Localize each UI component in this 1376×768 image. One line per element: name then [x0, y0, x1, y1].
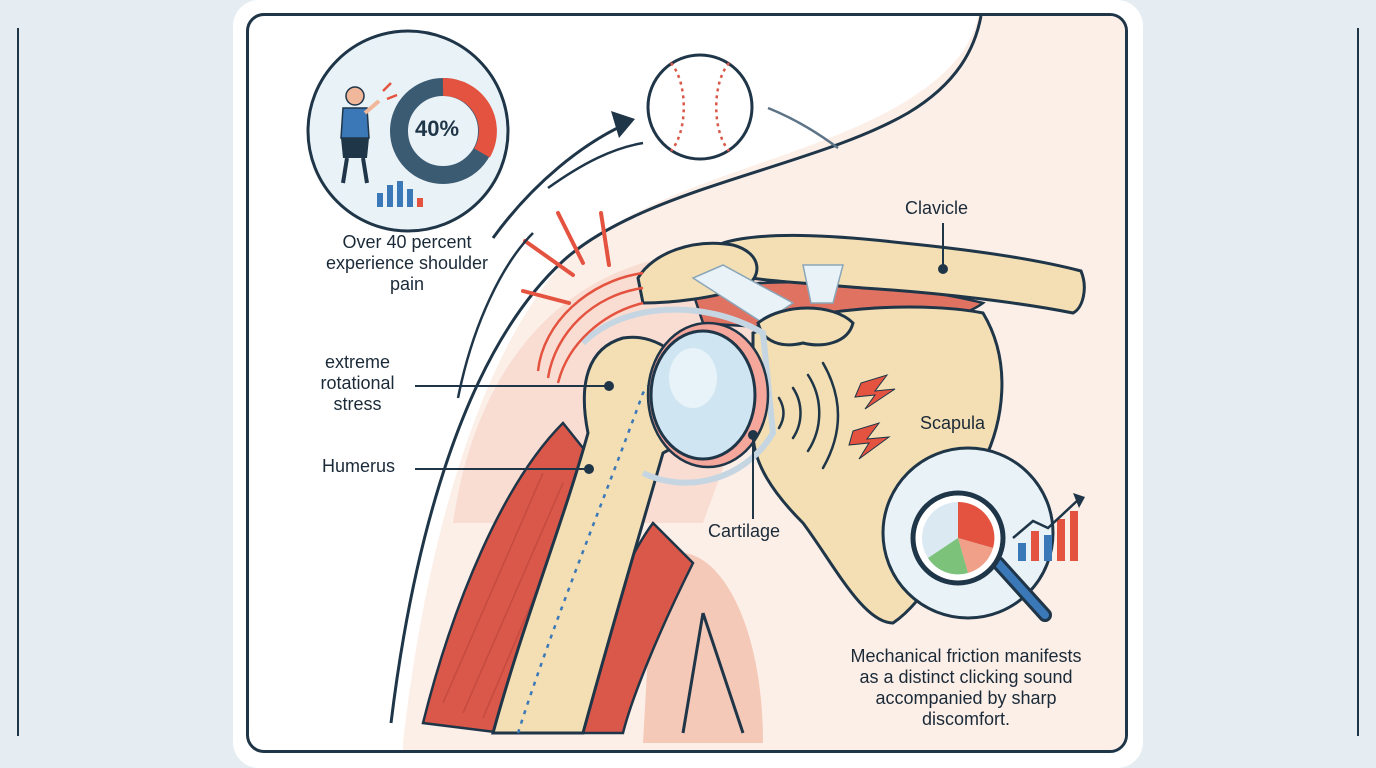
magnifier-icon: [910, 490, 1052, 622]
diagram-frame: [246, 13, 1128, 753]
donut-chart-icon: [442, 77, 497, 158]
pain-arcs: [536, 271, 644, 384]
right-border-line: [1357, 28, 1359, 736]
stress-label: extreme rotational stress: [300, 352, 415, 415]
clavicle-label: Clavicle: [905, 198, 969, 218]
humerus-bone: [491, 335, 698, 735]
ligament: [691, 264, 795, 324]
growth-chart-icon: [1012, 493, 1085, 561]
stat-badge: [306, 29, 510, 233]
friction-note-line: Mechanical friction manifests: [850, 646, 1082, 666]
stat-caption: Over 40 percent experience shoulder pain: [302, 232, 512, 295]
stress-label-line: stress: [333, 394, 382, 414]
scapula-label: Scapula: [920, 413, 986, 433]
friction-note: Mechanical friction manifests as a disti…: [820, 646, 1112, 730]
stress-label-line: rotational: [320, 373, 395, 393]
sound-wave-icon: [777, 361, 840, 470]
bar-chart-icon: [377, 181, 423, 207]
stat-caption-line: pain: [389, 274, 425, 294]
clavicle-bone: [714, 233, 1086, 315]
friction-note-line: discomfort.: [921, 709, 1011, 729]
coracoid-bone: [756, 306, 855, 347]
joint-capsule: [580, 306, 777, 486]
body-outline: [389, 16, 983, 724]
person-pain-icon: [340, 82, 398, 184]
friction-note-line: accompanied by sharp: [875, 688, 1057, 708]
pain-spikes: [521, 211, 611, 305]
humerus-label: Humerus: [322, 456, 396, 476]
stat-percent-label: 40%: [415, 116, 460, 141]
analysis-badge: [881, 446, 1085, 622]
ball-trail: [767, 106, 839, 150]
stress-label-line: extreme: [324, 352, 391, 372]
cartilage-label: Cartilage: [708, 521, 781, 541]
shoulder-anatomy-illustration: [306, 16, 1125, 750]
throw-arc: [456, 232, 534, 399]
stat-caption-line: experience shoulder: [325, 253, 489, 273]
left-border-line: [17, 28, 19, 736]
ligament-2: [802, 264, 844, 304]
throw-arrow-icon: [491, 121, 629, 239]
baseball-icon: [646, 53, 754, 161]
friction-note-line: as a distinct clicking sound: [859, 667, 1073, 687]
lightning-icon: [848, 374, 896, 460]
stat-caption-line: Over 40 percent: [342, 232, 472, 252]
